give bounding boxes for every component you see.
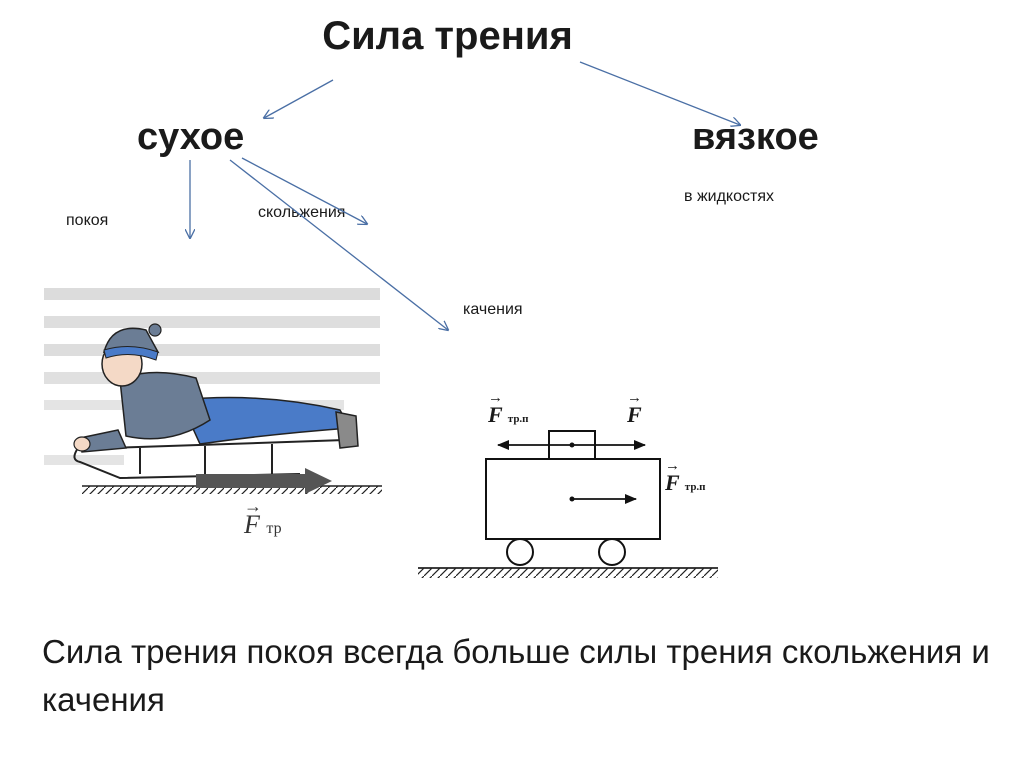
cart-friction-label: → F тр.п xyxy=(665,458,706,495)
viscous-note: в жидкостях xyxy=(684,188,774,205)
arrow-to-dry xyxy=(264,79,334,118)
conclusion-text: Сила трения покоя всегда больше силы тре… xyxy=(42,633,990,718)
child-figure xyxy=(73,323,359,453)
page-title: Сила трения xyxy=(322,14,573,58)
sled-friction-arrow xyxy=(196,468,332,494)
sled-force-label: → F тр xyxy=(244,496,282,539)
arrow-to-sliding xyxy=(241,157,367,224)
dry-friction-label: сухое xyxy=(137,116,245,158)
cart-ground xyxy=(418,567,718,578)
rolling-friction-label: качения xyxy=(463,301,523,318)
box-friction-label: → F тр.п xyxy=(488,390,529,427)
applied-force-label: → F xyxy=(627,390,642,427)
arrow-to-viscous xyxy=(579,61,740,125)
rest-friction-label: покоя xyxy=(66,212,109,229)
viscous-friction-label: вязкое xyxy=(692,116,819,158)
connector-arrows xyxy=(190,61,740,330)
sliding-friction-label: скольжения xyxy=(258,204,346,221)
cart-force-arrows xyxy=(497,440,646,504)
sled xyxy=(73,439,346,480)
arrow-to-rolling xyxy=(229,159,448,330)
